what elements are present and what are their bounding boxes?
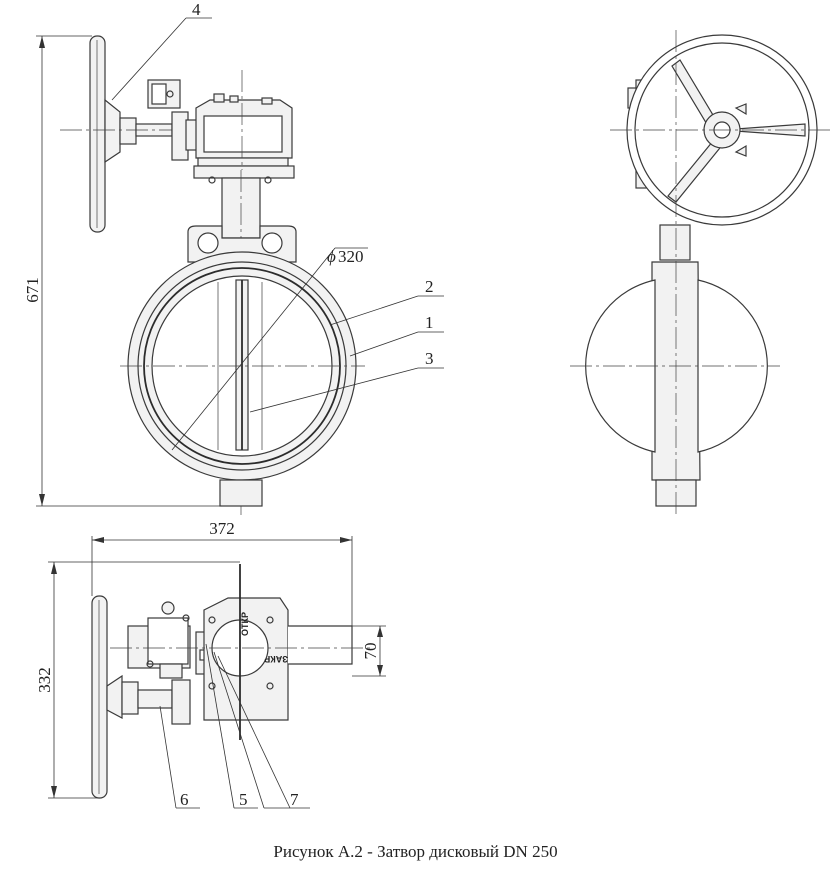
callouts-front: 4 2 1 3 xyxy=(111,0,444,413)
callout-1: 1 xyxy=(425,313,434,332)
callout-2: 2 xyxy=(425,277,434,296)
height-dimension: 671 xyxy=(23,35,222,507)
side-view xyxy=(570,30,830,515)
diameter-value: 320 xyxy=(338,247,364,266)
diameter-symbol: ϕ xyxy=(327,247,336,266)
front-view: ϕ 320 671 4 2 1 3 xyxy=(23,0,444,515)
diameter-dimension: ϕ 320 xyxy=(171,247,368,451)
gearbox-close-marking: ЗАКР xyxy=(264,654,288,664)
figure-caption: Рисунок А.2 - Затвор дисковый DN 250 xyxy=(273,842,558,861)
callout-5: 5 xyxy=(239,790,248,809)
gearbox-open-marking: ОТКР xyxy=(240,612,250,636)
top-view: ОТКР ЗАКР 372 332 70 6 5 7 xyxy=(35,519,386,809)
gearbox-front xyxy=(147,70,295,184)
valve-body-front xyxy=(120,225,365,507)
offset-value: 70 xyxy=(361,643,380,660)
callout-7: 7 xyxy=(290,790,299,809)
height-value: 671 xyxy=(23,277,42,303)
callout-4: 4 xyxy=(192,0,201,19)
callout-3: 3 xyxy=(425,349,434,368)
bottom-height-value: 332 xyxy=(35,667,54,693)
handwheel-side xyxy=(60,35,200,233)
callout-6: 6 xyxy=(180,790,189,809)
width-value: 372 xyxy=(209,519,235,538)
